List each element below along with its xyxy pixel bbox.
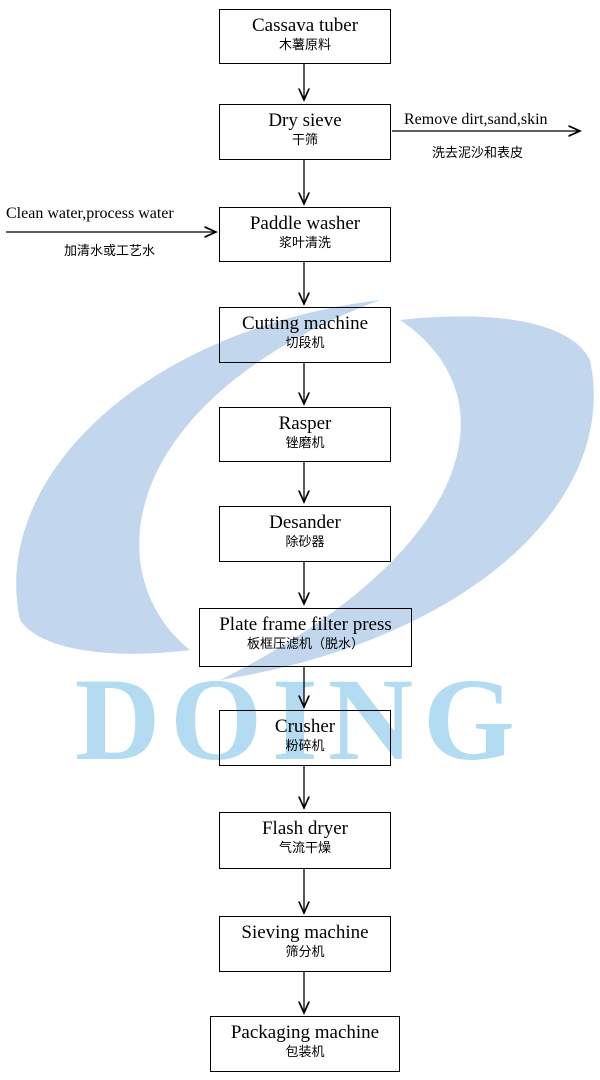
step-crusher: Crusher 粉碎机 [219, 710, 391, 766]
step-label-cn: 干筛 [291, 133, 318, 148]
step-paddle-washer: Paddle washer 浆叶清洗 [219, 207, 391, 262]
step-label-cn: 除砂器 [285, 535, 325, 550]
washer-input-label-cn: 加清水或工艺水 [64, 244, 156, 259]
dry-sieve-output-label: Remove dirt,sand,skin [404, 111, 548, 128]
step-sieving-machine: Sieving machine 筛分机 [219, 916, 391, 972]
step-desander: Desander 除砂器 [219, 506, 391, 562]
dry-sieve-output-label-cn: 洗去泥沙和表皮 [432, 146, 524, 161]
step-label-en: Flash dryer [261, 818, 348, 839]
watermark-swoosh-left [16, 300, 380, 654]
watermark-swoosh-right [220, 316, 594, 680]
step-label-cn: 粉碎机 [285, 739, 325, 754]
step-label-en: Sieving machine [241, 922, 369, 943]
step-cutting-machine: Cutting machine 切段机 [219, 307, 391, 363]
step-label-cn: 木薯原料 [278, 38, 331, 53]
watermark-text: DOING [75, 654, 525, 785]
step-label-en: Plate frame filter press [219, 614, 392, 635]
step-label-en: Dry sieve [268, 110, 342, 131]
step-label-cn: 筛分机 [285, 945, 325, 960]
step-label-en: Rasper [278, 413, 332, 434]
step-plate-frame-filter-press: Plate frame filter press 板框压滤机（脱水） [199, 608, 412, 667]
step-label-cn: 浆叶清洗 [278, 236, 331, 251]
step-label-cn: 板框压滤机（脱水） [246, 637, 364, 652]
step-packaging-machine: Packaging machine 包装机 [210, 1016, 400, 1072]
step-label-en: Cutting machine [241, 313, 369, 334]
step-label-en: Desander [269, 512, 341, 533]
step-label-cn: 锉磨机 [285, 436, 325, 451]
step-label-en: Cassava tuber [251, 15, 359, 36]
step-cassava-tuber: Cassava tuber 木薯原料 [219, 9, 391, 64]
step-rasper: Rasper 锉磨机 [219, 407, 391, 462]
step-label-cn: 包装机 [285, 1045, 325, 1060]
washer-input-label: Clean water,process water [6, 205, 174, 222]
step-label-en: Packaging machine [230, 1022, 380, 1043]
step-label-en: Paddle washer [249, 213, 361, 234]
step-label-en: Crusher [274, 716, 336, 737]
step-label-cn: 切段机 [285, 336, 325, 351]
step-label-cn: 气流干燥 [278, 841, 331, 856]
step-flash-dryer: Flash dryer 气流干燥 [219, 812, 391, 869]
step-dry-sieve: Dry sieve 干筛 [219, 104, 391, 160]
